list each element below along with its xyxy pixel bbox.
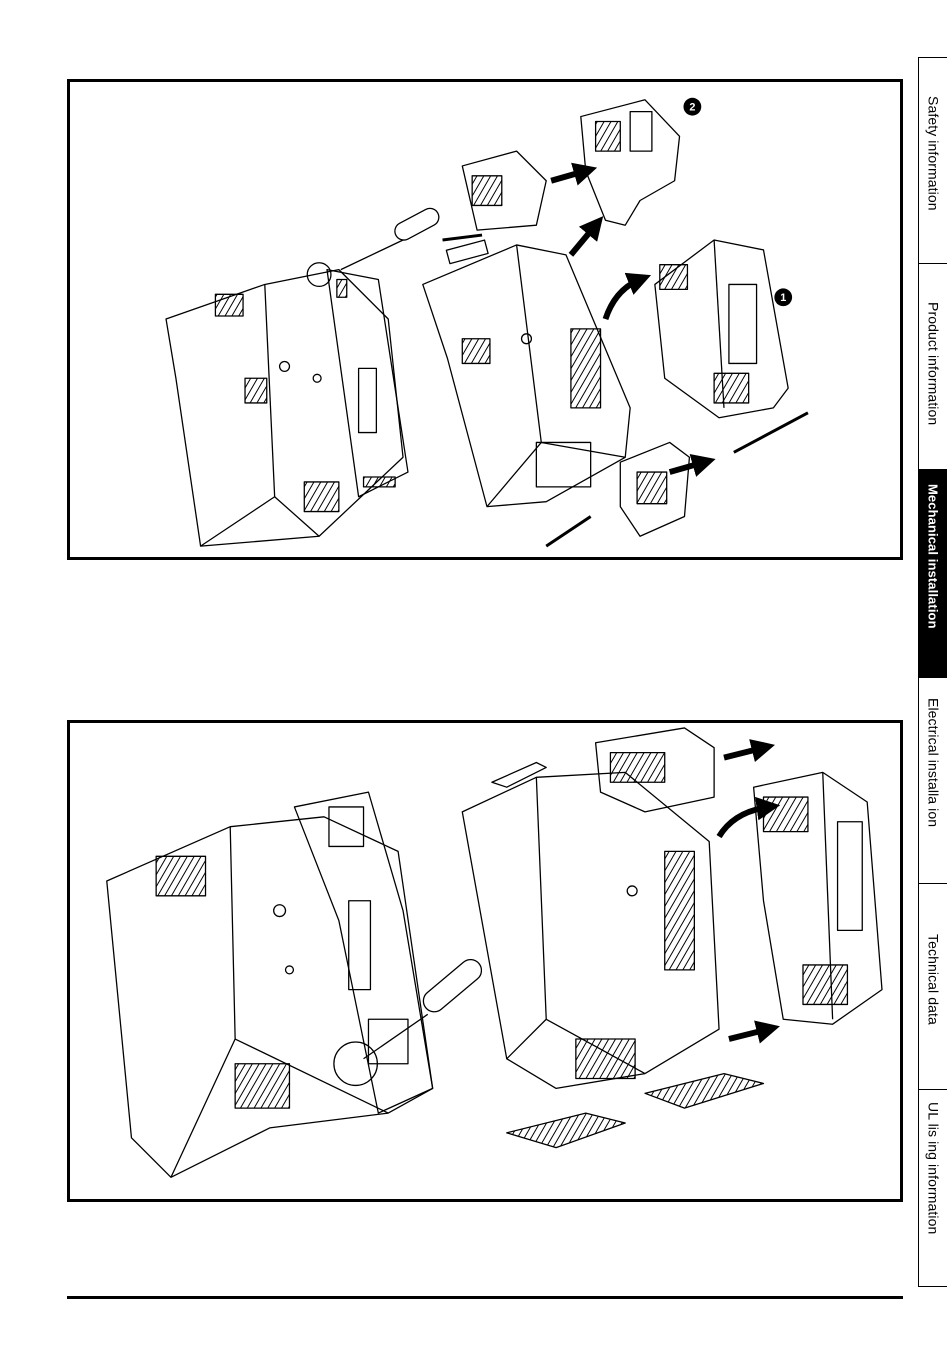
tab-mechanical-installation[interactable]: Mechanical installation (918, 469, 947, 677)
callout-1: 1 (774, 288, 792, 306)
tab-label: Mechanical installation (919, 470, 948, 629)
curved-arrow-icon (719, 807, 768, 837)
top-cover (596, 728, 715, 812)
svg-text:2: 2 (689, 102, 695, 114)
strip-part (443, 235, 483, 240)
tab-label: Technical data (919, 884, 948, 1025)
arrow-icon (670, 462, 705, 472)
chapter-tabs: Safety information Product information M… (918, 57, 947, 1287)
tab-label: UL lis ing information (919, 1090, 948, 1234)
tab-electrical-installation[interactable]: Electrical installa ion (918, 677, 947, 883)
tab-label: Product information (919, 264, 948, 425)
strip-part (546, 517, 590, 547)
gland-plate (645, 1074, 764, 1109)
gland-plate (507, 1113, 626, 1148)
footer-rule (67, 1296, 903, 1299)
top-cover-parts (462, 100, 679, 230)
arrow-icon (729, 1029, 769, 1039)
svg-text:1: 1 (780, 292, 786, 304)
figure-1-illustration: 2 1 (70, 82, 900, 557)
arrow-icon (724, 748, 764, 758)
tab-label: Electrical installa ion (919, 678, 948, 827)
drive-exploded-right (462, 772, 719, 1088)
tab-technical-data[interactable]: Technical data (918, 883, 947, 1089)
front-cover (655, 240, 788, 418)
front-cover (754, 772, 882, 1024)
curved-arrow-icon (605, 280, 640, 320)
bottom-cover (620, 442, 689, 536)
strip-part (492, 763, 546, 788)
figure-cover-removal: 2 1 (67, 79, 903, 560)
drive-exploded-middle (423, 240, 630, 507)
tab-ul-listing-information[interactable]: UL lis ing information (918, 1089, 947, 1287)
drive-assembled-left (166, 270, 408, 547)
drive-assembled-left (107, 792, 433, 1177)
tab-safety-information[interactable]: Safety information (918, 57, 947, 263)
arrow-icon (571, 225, 596, 255)
strip-part (734, 413, 808, 453)
tab-label: Safety information (919, 58, 948, 211)
callout-2: 2 (683, 98, 701, 116)
screwdriver-icon (334, 955, 486, 1085)
figure-2-illustration (70, 723, 900, 1199)
figure-cover-removal-large (67, 720, 903, 1202)
arrow-icon (551, 171, 586, 181)
tab-product-information[interactable]: Product information (918, 263, 947, 469)
